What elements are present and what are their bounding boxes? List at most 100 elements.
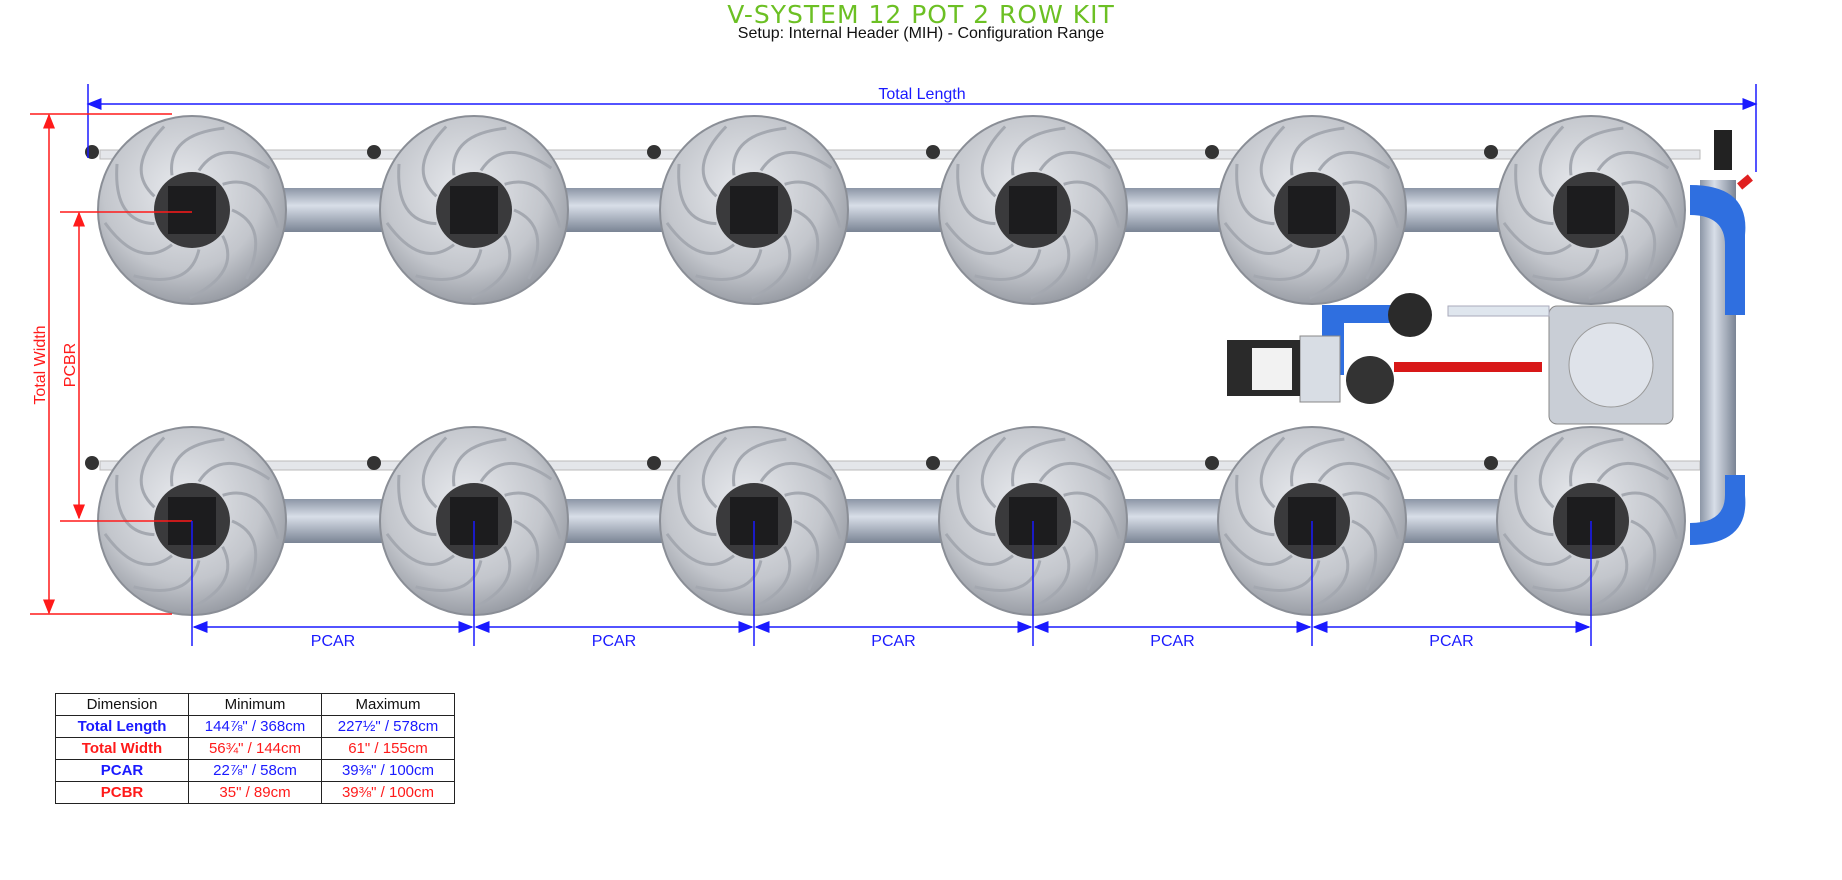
pot-fitting: [85, 456, 99, 470]
pot-swirl: [470, 235, 512, 300]
pot-swirl: [1072, 208, 1099, 280]
pot-fitting: [926, 456, 940, 470]
pot-swirl: [732, 126, 787, 176]
pots-group: [85, 115, 1686, 616]
pot-drain-grate: [730, 186, 778, 234]
pot-swirl: [415, 249, 483, 281]
pot-swirl: [1587, 546, 1629, 611]
pot-swirl: [1253, 560, 1321, 592]
pot-swirl: [1072, 519, 1099, 591]
pot: [1484, 426, 1686, 616]
pot-swirl: [1532, 560, 1600, 592]
pot-swirl: [759, 150, 833, 172]
pot-swirl: [1038, 150, 1112, 172]
pot-swirl: [1351, 208, 1378, 280]
pot-swirl: [1569, 437, 1624, 487]
pot-swirl: [170, 126, 225, 176]
pot: [1205, 115, 1407, 305]
pot-swirl: [1621, 180, 1679, 229]
pot-drain-grate: [1288, 186, 1336, 234]
pot-swirl: [188, 235, 230, 300]
pot-swirl: [1532, 249, 1600, 281]
pot-swirl: [759, 461, 833, 483]
pump-label: [1252, 348, 1292, 390]
pot: [1205, 426, 1407, 616]
pot-swirl: [750, 546, 792, 611]
pot-swirl: [1259, 125, 1286, 198]
pot-swirl: [944, 533, 1014, 566]
pot-swirl: [170, 437, 225, 487]
dimension-max: 39⅜" / 100cm: [321, 781, 455, 804]
pot-swirl: [1502, 533, 1572, 566]
table-header-row: Dimension Minimum Maximum: [55, 693, 455, 716]
pot-swirl: [397, 474, 437, 537]
pot-drain-grate: [1009, 186, 1057, 234]
pot-swirl: [1569, 126, 1624, 176]
header-maximum: Maximum: [321, 693, 455, 716]
header-valve: [1714, 130, 1732, 170]
pot-swirl: [1342, 491, 1400, 540]
table-row: PCAR 22⅞" / 58cm 39⅜" / 100cm: [55, 759, 455, 782]
pot-swirl: [1029, 546, 1071, 611]
pot-swirl: [231, 519, 258, 591]
dimension-min: 22⅞" / 58cm: [188, 759, 322, 782]
diagram-title: V-SYSTEM 12 POT 2 ROW KIT: [727, 0, 1115, 29]
dimension-min: 144⅞" / 368cm: [188, 715, 322, 738]
pot-swirl: [1514, 163, 1554, 226]
dimension-name: PCBR: [55, 781, 189, 804]
pot-swirl: [980, 125, 1007, 198]
pot-swirl: [974, 560, 1042, 592]
reservoir-lid: [1568, 322, 1654, 408]
dimension-min: 56¾" / 144cm: [188, 737, 322, 760]
pot-swirl: [1011, 437, 1066, 487]
pot-swirl: [1029, 235, 1071, 300]
pot-swirl: [1235, 474, 1275, 537]
pot-swirl: [1063, 180, 1121, 229]
pot-swirl: [1223, 222, 1293, 255]
pot-swirl: [139, 436, 166, 509]
pcar-label: PCAR: [871, 633, 915, 650]
red-pipe: [1394, 362, 1542, 372]
pot-swirl: [1514, 474, 1554, 537]
pot-swirl: [980, 436, 1007, 509]
pot-fitting: [1484, 456, 1498, 470]
pot-swirl: [665, 222, 735, 255]
pot-swirl: [1351, 519, 1378, 591]
pot-drain-grate: [450, 186, 498, 234]
pcar-label: PCAR: [1429, 633, 1473, 650]
dimension-name: Total Length: [55, 715, 189, 738]
return-line: [1447, 305, 1550, 317]
pot-fitting: [926, 145, 940, 159]
header-minimum: Minimum: [188, 693, 322, 716]
pcar-label: PCAR: [311, 633, 355, 650]
table-row: Total Length 144⅞" / 368cm 227½" / 578cm: [55, 715, 455, 738]
pot-swirl: [421, 125, 448, 198]
pot-fitting: [367, 456, 381, 470]
filter-canister: [1388, 293, 1432, 337]
pot-swirl: [1317, 150, 1391, 172]
table-row: PCBR 35" / 89cm 39⅜" / 100cm: [55, 781, 455, 804]
pot-swirl: [1596, 150, 1670, 172]
pot-swirl: [133, 560, 201, 592]
table-row: Total Width 56¾" / 144cm 61" / 155cm: [55, 737, 455, 760]
dimension-max: 39⅜" / 100cm: [321, 759, 455, 782]
pot-swirl: [944, 222, 1014, 255]
total-length-label: Total Length: [878, 86, 965, 103]
pot-swirl: [1308, 235, 1350, 300]
pot-swirl: [452, 126, 507, 176]
pot-swirl: [139, 125, 166, 198]
pot-swirl: [452, 437, 507, 487]
pot-swirl: [513, 519, 540, 591]
pot-swirl: [1630, 208, 1657, 280]
pot-swirl: [1259, 436, 1286, 509]
pot-swirl: [415, 560, 483, 592]
pot-swirl: [397, 163, 437, 226]
pot-swirl: [197, 461, 271, 483]
pot-swirl: [793, 208, 820, 280]
pot-swirl: [1342, 180, 1400, 229]
dimension-name: PCAR: [55, 759, 189, 782]
pot-swirl: [956, 163, 996, 226]
pot-swirl: [1621, 491, 1679, 540]
pot: [647, 426, 849, 616]
